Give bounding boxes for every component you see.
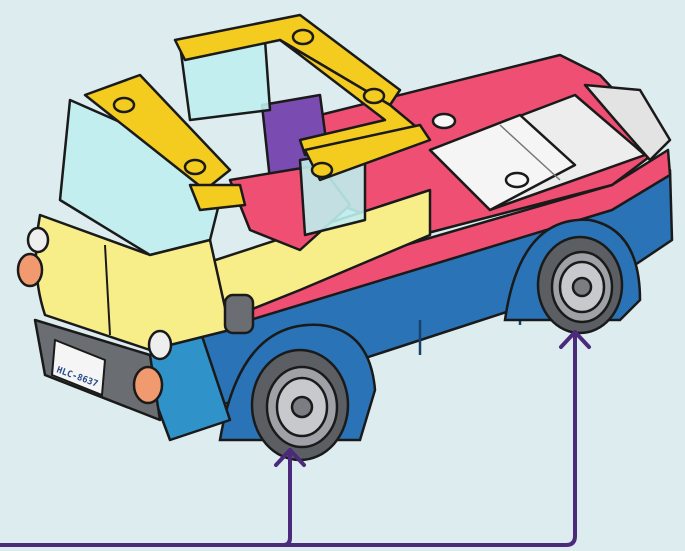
up-arrow-icon xyxy=(0,450,290,545)
